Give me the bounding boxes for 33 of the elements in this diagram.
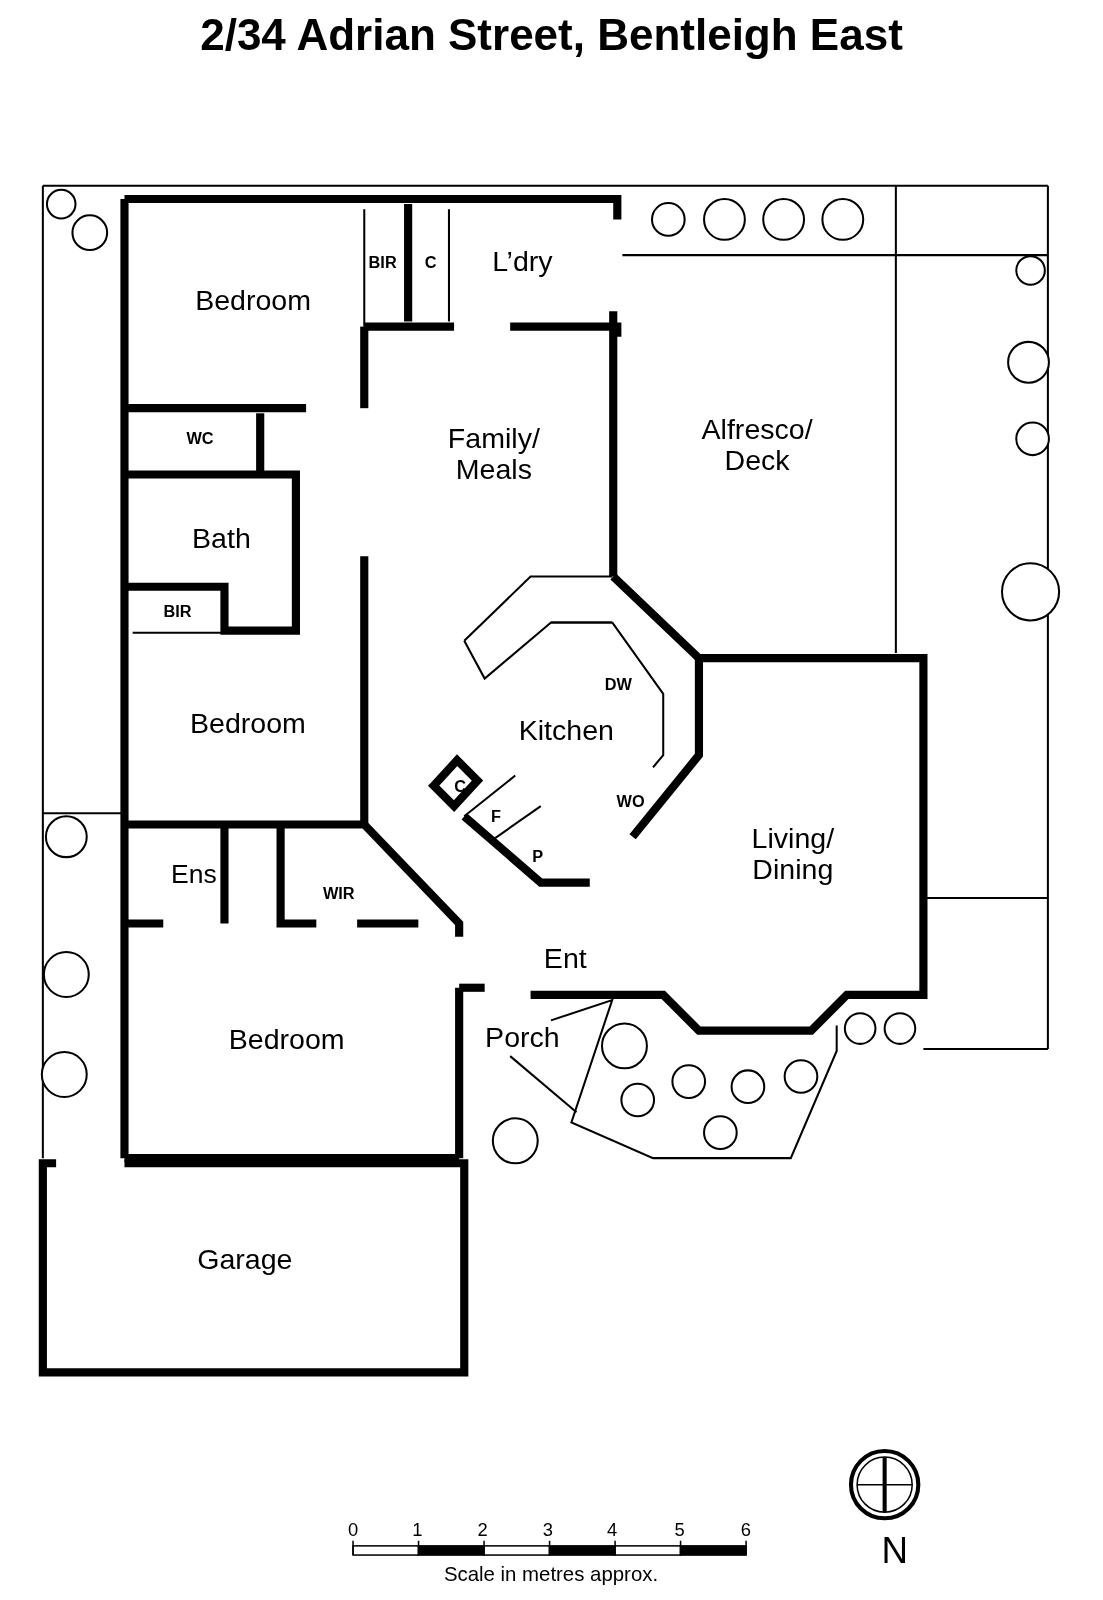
room-label: Family/ Meals xyxy=(446,422,541,486)
scale-number: 1 xyxy=(412,1519,423,1540)
room-label: Living/ Dining xyxy=(750,822,836,886)
room-label: F xyxy=(490,808,501,827)
scale-number: 3 xyxy=(542,1519,554,1540)
room-label: Bedroom xyxy=(195,285,311,317)
room-label: BIR xyxy=(163,603,192,622)
room-label: Bedroom xyxy=(228,1024,345,1056)
room-label: C xyxy=(454,777,467,796)
room-label: Kitchen xyxy=(518,714,614,747)
room-label: C xyxy=(424,254,437,273)
room-label: WIR xyxy=(322,884,355,903)
scale-number: 6 xyxy=(740,1519,751,1540)
room-label: BIR xyxy=(368,254,397,273)
room-label: Garage xyxy=(197,1244,293,1276)
room-label: P xyxy=(532,848,544,867)
room-label: Bedroom xyxy=(190,708,306,741)
room-label: WO xyxy=(616,793,645,811)
room-label: Ent xyxy=(543,943,587,975)
room-label: DW xyxy=(604,675,632,694)
room-label: Alfresco/ Deck xyxy=(700,413,814,477)
scale-number: 2 xyxy=(477,1519,488,1540)
scale-number: 0 xyxy=(347,1519,359,1540)
plan-title: 2/34 Adrian Street, Bentleigh East xyxy=(199,10,904,60)
room-label: Ens xyxy=(171,860,217,891)
room-label: L’dry xyxy=(492,246,553,278)
room-label: Bath xyxy=(192,523,251,555)
room-label: WC xyxy=(186,429,214,448)
scale-number: 5 xyxy=(674,1519,685,1540)
room-label: Porch xyxy=(485,1022,560,1054)
scale-number: 4 xyxy=(607,1519,618,1540)
north-label: N xyxy=(881,1530,909,1572)
scale-caption: Scale in metres approx. xyxy=(443,1563,659,1586)
